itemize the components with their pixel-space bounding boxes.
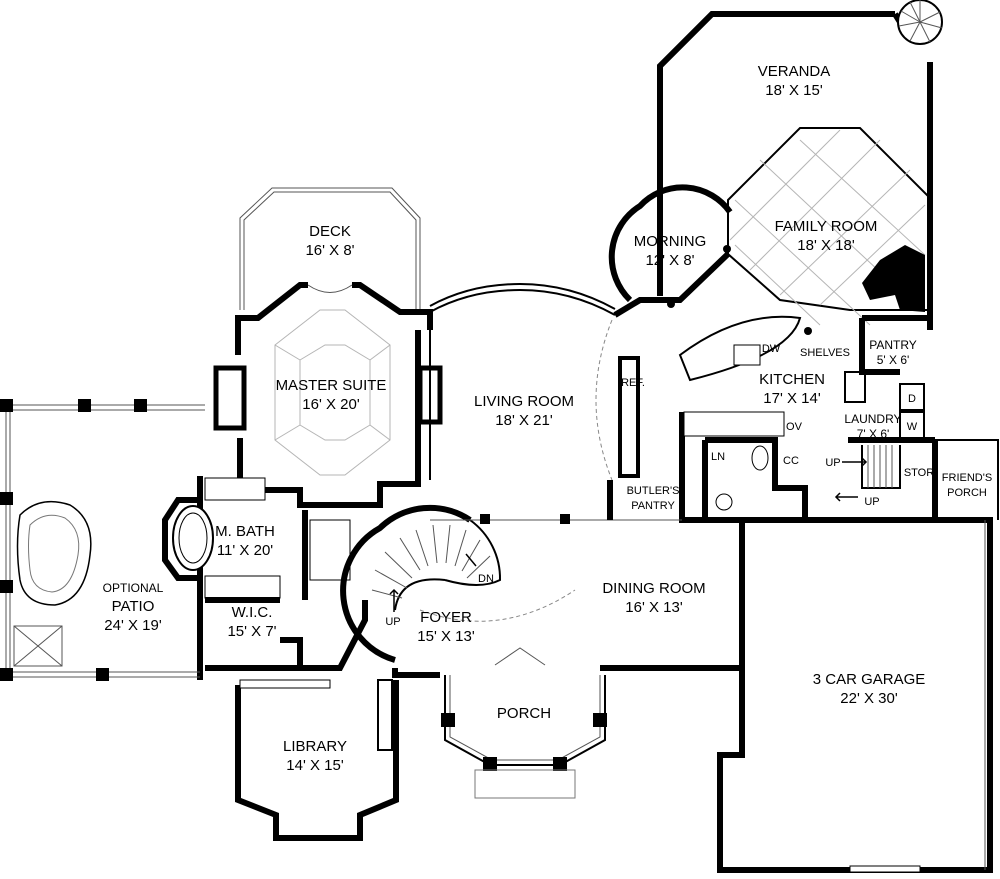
washer-label: W — [907, 421, 918, 433]
shelves-label: SHELVES — [800, 347, 850, 359]
porch-area — [441, 647, 607, 799]
room-name-porch: PORCH — [497, 705, 551, 722]
room-name-family-room: FAMILY ROOM — [775, 218, 878, 235]
room-name-garage: 3 CAR GARAGE — [813, 671, 926, 688]
linen-label: LN — [711, 451, 725, 463]
garage-area — [717, 517, 993, 873]
grill-icon — [13, 625, 63, 667]
veranda-area — [657, 0, 943, 330]
room-size-laundry: 7' X 6' — [857, 427, 890, 441]
room-size-m-bath: 11' X 20' — [217, 542, 273, 559]
pantry-laundry-area — [848, 315, 935, 489]
room-name-m-bath: M. BATH — [215, 523, 275, 540]
room-name-laundry: LAUNDRY — [844, 412, 901, 426]
bathtub-icon — [172, 505, 214, 571]
kitchen-area — [613, 251, 866, 523]
optional-patio-area — [0, 399, 205, 681]
room-size-veranda: 18' X 15' — [765, 82, 823, 99]
friends-porch-label-2: PORCH — [947, 487, 987, 499]
master-bath-area — [162, 476, 368, 680]
room-size-patio: 24' X 19' — [104, 617, 162, 634]
room-size-dining-room: 16' X 13' — [625, 599, 683, 616]
room-size-kitchen: 17' X 14' — [763, 390, 821, 407]
stair-arrows — [389, 457, 868, 612]
butlers-pantry-label-1: BUTLER'S — [627, 485, 680, 497]
living-room-area — [429, 282, 640, 481]
oven-label: OV — [786, 421, 803, 433]
room-name-kitchen: KITCHEN — [759, 371, 825, 388]
room-size-living-room: 18' X 21' — [495, 412, 553, 429]
down-stair-label: DN — [478, 573, 494, 585]
friends-porch-label-1: FRIEND'S — [942, 472, 992, 484]
room-size-garage: 22' X 30' — [840, 690, 898, 707]
room-name-pantry: PANTRY — [869, 338, 917, 352]
dining-room-area — [430, 480, 745, 671]
foyer-area — [340, 504, 576, 678]
deck-area — [239, 187, 421, 310]
up-stair-label: UP — [385, 616, 400, 628]
arrow-down-icon — [465, 553, 477, 567]
family-room-area — [723, 127, 929, 335]
room-name-master-suite: MASTER SUITE — [276, 377, 387, 394]
dryer-label: D — [908, 393, 916, 405]
coat-closet-label: CC — [783, 455, 799, 467]
dishwasher-label: DW — [762, 343, 781, 355]
pond-icon — [16, 500, 92, 606]
room-name-foyer: FOYER — [420, 609, 472, 626]
room-name-wic: W.I.C. — [232, 604, 273, 621]
room-name-dining-room: DINING ROOM — [602, 580, 705, 597]
up-arrow-garage-label: UP — [864, 496, 879, 508]
butlers-pantry-label-2: PANTRY — [631, 500, 675, 512]
room-name-deck: DECK — [309, 223, 351, 240]
up-arrow-kitchen-label: UP — [825, 457, 840, 469]
room-size-library: 14' X 15' — [286, 757, 344, 774]
room-size-wic: 15' X 7' — [227, 623, 276, 640]
friends-porch-area — [932, 439, 999, 520]
library-area — [235, 679, 399, 841]
room-name-veranda: VERANDA — [758, 63, 831, 80]
sink-icon — [733, 344, 761, 366]
room-size-foyer: 15' X 13' — [417, 628, 475, 645]
room-size-deck: 16' X 8' — [305, 242, 354, 259]
room-name-patio: PATIO — [112, 598, 155, 615]
room-size-pantry: 5' X 6' — [877, 353, 910, 367]
room-name-living-room: LIVING ROOM — [474, 393, 574, 410]
butlers-pantry-area — [702, 437, 808, 520]
room-labels: VERANDA 18' X 15' DECK 16' X 8' MORNING … — [103, 63, 926, 774]
room-size-family-room: 18' X 18' — [797, 237, 855, 254]
master-suite-area — [213, 282, 443, 508]
fixture-labels: DW SHELVES REF. OV CC LN BUTLER'S PANTRY… — [385, 343, 992, 628]
room-name-library: LIBRARY — [283, 738, 347, 755]
refrigerator-label: REF. — [621, 377, 645, 389]
room-name-optional: OPTIONAL — [103, 581, 164, 595]
room-name-morning: MORNING — [634, 233, 707, 250]
storage-label: STOR — [904, 467, 934, 479]
room-size-master-suite: 16' X 20' — [302, 396, 360, 413]
room-size-morning: 12' X 8' — [645, 252, 694, 269]
